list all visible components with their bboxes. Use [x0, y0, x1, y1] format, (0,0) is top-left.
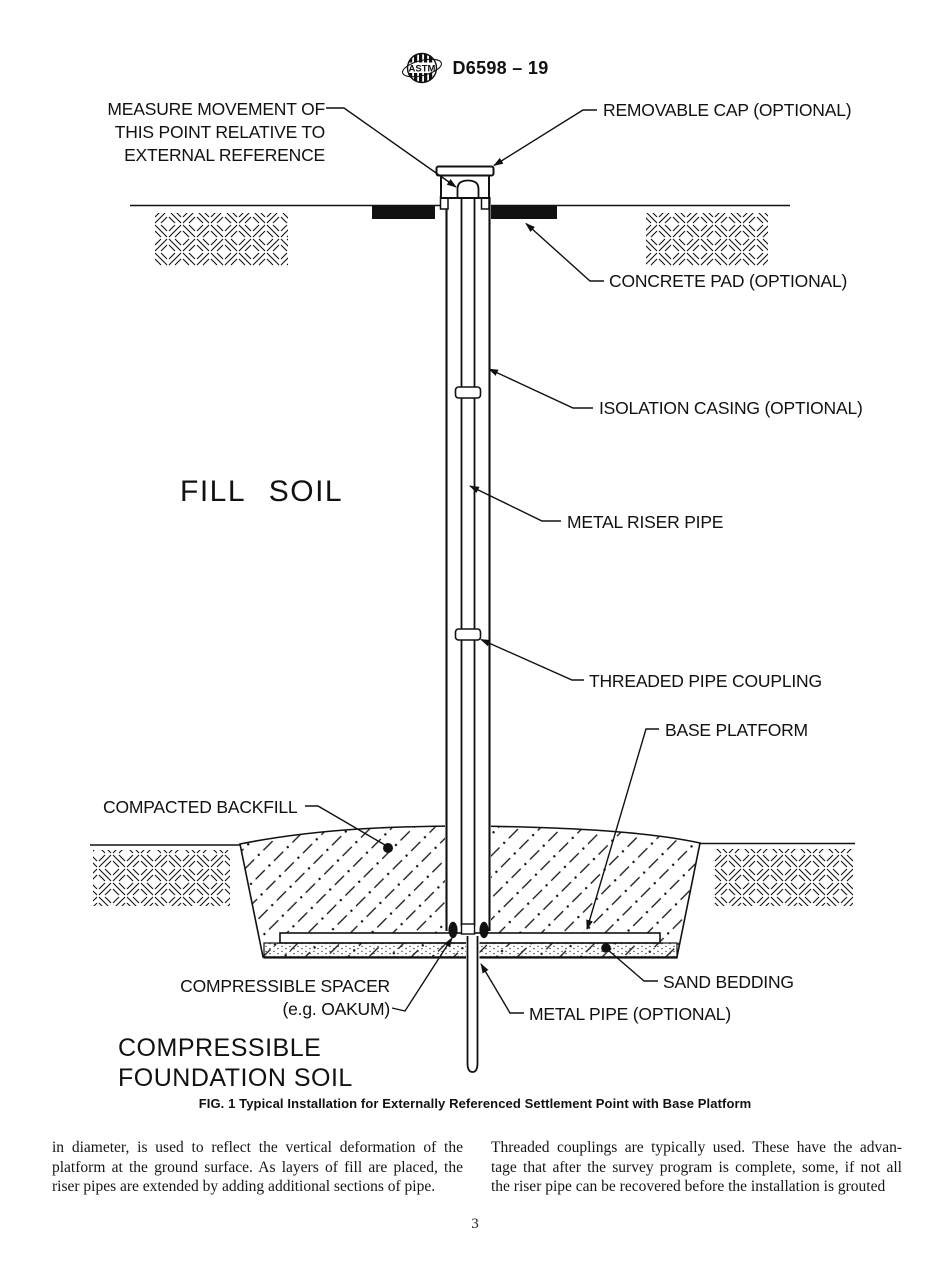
leader-measure-movement [326, 107, 457, 188]
label-isolation-casing: ISOLATION CASING (OPTIONAL) [599, 398, 863, 418]
label-measure-movement-2: THIS POINT RELATIVE TO [115, 122, 325, 142]
compressible-spacer-right [479, 921, 489, 939]
standard-designation: D6598 – 19 [452, 57, 549, 78]
leader-removable-cap [493, 109, 597, 167]
soil-hatch-lower-right [713, 849, 853, 906]
leader-metal-pipe [480, 963, 524, 1014]
label-compacted-backfill: COMPACTED BACKFILL [103, 797, 298, 817]
soil-hatch-lower-left [93, 850, 230, 906]
leader-metal-riser-pipe [469, 485, 561, 522]
leader-isolation-casing [488, 368, 593, 409]
label-sand-bedding: SAND BEDDING [663, 972, 794, 992]
page-number: 3 [471, 1216, 479, 1232]
isolation-casing-walls [445, 197, 491, 931]
leader-sand-bedding [607, 949, 658, 982]
label-compressible-spacer-1: COMPRESSIBLE SPACER [180, 976, 390, 996]
label-fill-soil: FILL SOIL [180, 475, 343, 508]
metal-pipe-lower [466, 935, 480, 1073]
label-foundation-soil-2: FOUNDATION SOIL [118, 1064, 353, 1092]
label-compressible-spacer-2: (e.g. OAKUM) [283, 999, 390, 1019]
threaded-coupling-upper [454, 386, 482, 399]
label-removable-cap: REMOVABLE CAP (OPTIONAL) [603, 100, 851, 120]
removable-cap-shape [435, 165, 495, 199]
astm-logo-icon: ASTM [402, 52, 443, 84]
leader-compressible-spacer [391, 937, 453, 1012]
soil-hatch-upper-right [646, 213, 768, 267]
riser-pipe-assembly [435, 165, 495, 1073]
leader-threaded-coupling [480, 638, 584, 681]
figure-caption: FIG. 1 Typical Installation for External… [198, 1096, 752, 1111]
body-line: riser pipes are extended by adding addit… [52, 1178, 436, 1195]
label-foundation-soil-1: COMPRESSIBLE [118, 1034, 321, 1062]
threaded-coupling-lower [454, 628, 482, 641]
label-metal-riser-pipe: METAL RISER PIPE [567, 512, 723, 532]
body-text: in diameter, is used to reflect the vert… [52, 1138, 902, 1197]
body-line: Threaded couplings are typically used. T… [491, 1139, 902, 1156]
page-header: ASTM D6598 – 19 [0, 48, 950, 88]
ground-surface-lower [90, 842, 855, 906]
diagram-labels: MEASURE MOVEMENT OF THIS POINT RELATIVE … [103, 99, 863, 1092]
compressible-spacer-left [448, 921, 458, 939]
metal-riser-pipe-walls [460, 197, 476, 926]
label-measure-movement-3: EXTERNAL REFERENCE [124, 145, 325, 165]
concrete-pad-right [490, 206, 557, 219]
label-base-platform: BASE PLATFORM [665, 720, 808, 740]
label-metal-pipe: METAL PIPE (OPTIONAL) [529, 1004, 731, 1024]
label-threaded-pipe-coupling: THREADED PIPE COUPLING [589, 671, 822, 691]
label-concrete-pad: CONCRETE PAD (OPTIONAL) [609, 271, 847, 291]
body-line: the riser pipe can be recovered before t… [491, 1178, 886, 1195]
leader-lines [305, 107, 659, 1014]
soil-hatch-upper-left [155, 213, 288, 267]
body-column-right: Threaded couplings are typically used. T… [491, 1138, 902, 1197]
sand-reference-dot [601, 943, 611, 953]
concrete-pad-left [372, 206, 435, 219]
label-measure-movement-1: MEASURE MOVEMENT OF [107, 99, 325, 119]
settlement-point-diagram: MEASURE MOVEMENT OF THIS POINT RELATIVE … [90, 99, 863, 1092]
backfill-reference-dot [383, 843, 393, 853]
riser-base-fitting [460, 923, 476, 935]
body-line: tage that after the survey program is co… [491, 1158, 902, 1176]
body-column-left: in diameter, is used to reflect the vert… [52, 1138, 463, 1197]
leader-compacted-backfill [305, 805, 386, 846]
body-line: platform at the ground surface. As layer… [52, 1158, 463, 1176]
leader-base-platform [586, 728, 659, 930]
leader-concrete-pad [525, 222, 604, 282]
astm-logo-text: ASTM [409, 64, 436, 75]
body-line: in diameter, is used to reflect the vert… [52, 1139, 463, 1156]
